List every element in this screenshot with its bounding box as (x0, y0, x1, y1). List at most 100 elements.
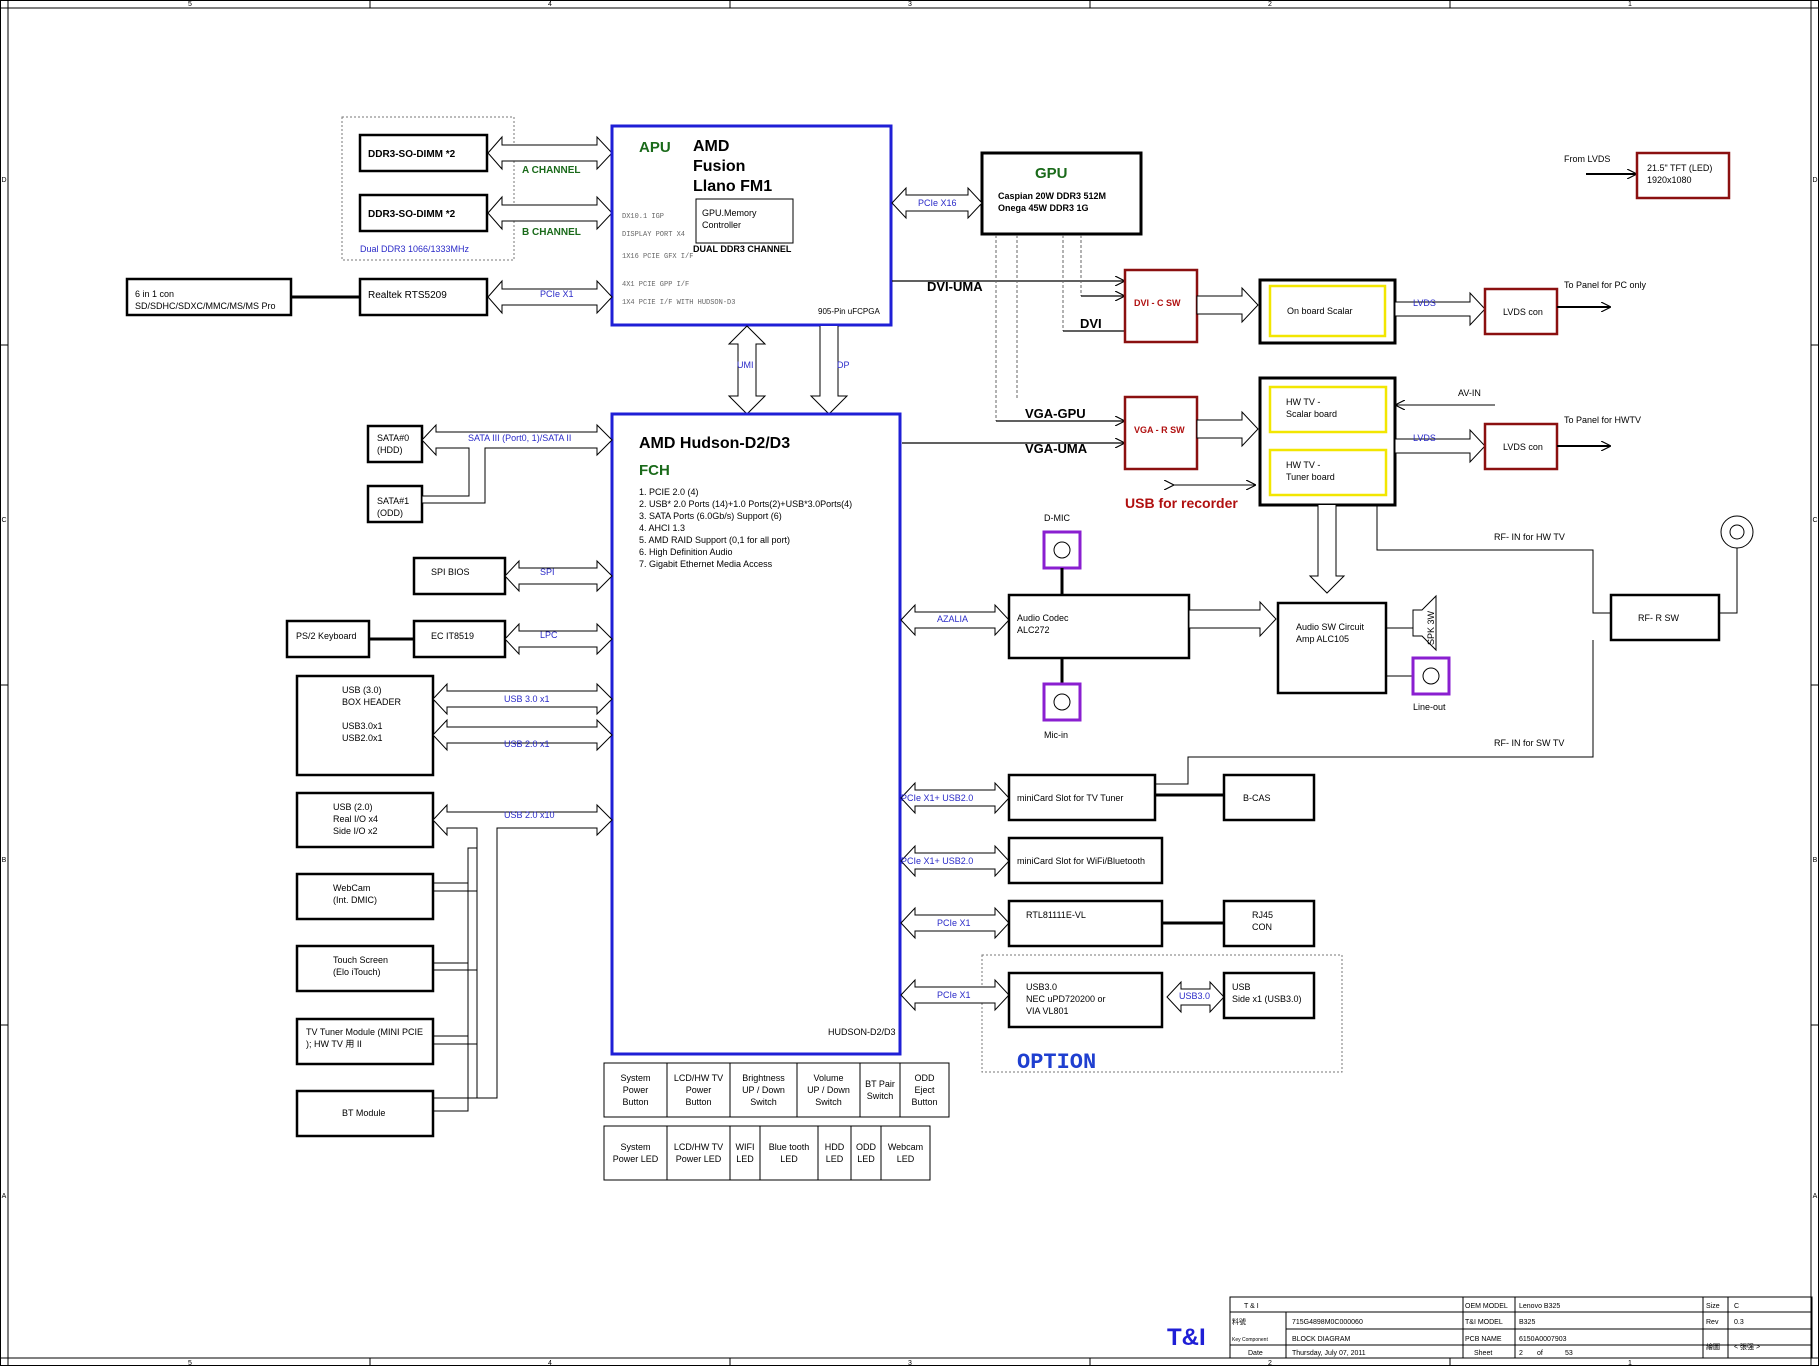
spi-bios-label: SPI BIOS (431, 567, 470, 577)
usb30-bus-label: USB 3.0 x1 (504, 694, 550, 704)
apu-feature-5: 1X4 PCIE I/F WITH HUDSON-D3 (622, 299, 735, 307)
rf-switch-box (1609, 593, 1721, 642)
fch-feature-7: 7. Gigabit Ethernet Media Access (639, 559, 773, 569)
lpc-label: LPC (540, 630, 558, 640)
led-row-text: System (620, 1142, 650, 1152)
speaker-icon (1412, 594, 1437, 652)
pcie-x1-label-a: PCIe X1 (937, 918, 971, 928)
col-label: 1 (1628, 1360, 1632, 1366)
button-row-text: UP / Down (807, 1085, 850, 1095)
av-in-label: AV-IN (1458, 388, 1481, 398)
led-row-cell (817, 1125, 852, 1181)
ddr-dashed-group (341, 116, 515, 261)
pcie-x1-label-b: PCIe X1 (937, 990, 971, 1000)
dual-ddr3-label: Dual DDR3 1066/1333MHz (360, 244, 470, 254)
ps2-keyboard-label: PS/2 Keyboard (296, 631, 357, 641)
codec-to-amp-arrow (1188, 600, 1277, 638)
gpu-block (980, 151, 1143, 236)
tb-oem-value: Lenovo B325 (1519, 1303, 1560, 1310)
tuner-to-amp-arrow (1308, 505, 1346, 594)
button-row-cell (899, 1062, 950, 1118)
rf-sw-label: RF- IN for SW TV (1494, 738, 1564, 748)
row-label: B (1813, 857, 1818, 864)
usb2-line-3: Side I/O x2 (333, 826, 378, 836)
fch-feature-5: 5. AMD RAID Support (0,1 for all port) (639, 535, 790, 545)
lvds-arrow-1 (1394, 291, 1486, 327)
sata1-line-2: (ODD) (377, 508, 403, 518)
usb2-line-1: USB (2.0) (333, 802, 373, 812)
usb30-chip-line-1: USB3.0 (1026, 982, 1057, 992)
row-label: A (1813, 1193, 1818, 1200)
sata0-box (366, 424, 424, 464)
gpu-memory-controller-box (695, 198, 794, 244)
apu-title-1: AMD (693, 138, 729, 155)
dvi-to-scalar-arrow (1196, 286, 1259, 324)
line-out-label: Line-out (1413, 702, 1446, 712)
button-row-text: Brightness (742, 1073, 785, 1083)
line-out-box (1411, 656, 1451, 696)
sata0-line-1: SATA#0 (377, 433, 409, 443)
logo: T&I (1167, 1324, 1206, 1351)
led-row-cell (880, 1125, 931, 1181)
hwtv-scalar-line-1: HW TV - (1286, 397, 1320, 407)
webcam-line-2: (Int. DMIC) (333, 895, 377, 905)
rj45-line-2: CON (1252, 922, 1272, 932)
touch-line-2: (Elo iTouch) (333, 967, 381, 977)
button-row-text: LCD/HW TV (674, 1073, 723, 1083)
col-label: 5 (188, 1, 192, 8)
lvds-con-2-label: LVDS con (1503, 442, 1543, 452)
tb-sheet-value: 2 (1519, 1350, 1523, 1357)
rtl-box (1007, 899, 1164, 948)
apu-feature-4: 4X1 PCIE GPP I/F (622, 281, 689, 289)
rf-hw-line (1376, 505, 1611, 614)
tb-rev-value: 0.3 (1734, 1319, 1744, 1326)
tb-eng-label: 繪圖 (1706, 1342, 1720, 1351)
tb-oem-label: OEM MODEL (1465, 1303, 1508, 1310)
tb-ti-value: B325 (1519, 1319, 1535, 1326)
usb3-line-2: BOX HEADER (342, 697, 402, 707)
row-label: A (2, 1193, 7, 1200)
button-row-text: ODD (915, 1073, 936, 1083)
tft-line-1: 21.5" TFT (LED) (1647, 163, 1712, 173)
tb-code-value: 715G4898M0C000060 (1292, 1319, 1363, 1326)
apu-title-3: Llano FM1 (693, 178, 772, 195)
ddr-dimm-b-box (358, 193, 489, 233)
usb30-arrow (432, 682, 613, 716)
audio-codec-line-1: Audio Codec (1017, 613, 1069, 623)
antenna-link (1719, 548, 1738, 614)
hwtv-scalar-box (1268, 385, 1388, 434)
onboard-scalar-label: On board Scalar (1287, 306, 1353, 316)
led-row-text: Power LED (613, 1154, 659, 1164)
led-row-text: Blue tooth (769, 1142, 810, 1152)
fch-feature-6: 6. High Definition Audio (639, 547, 733, 557)
button-row-text: Power (623, 1085, 649, 1095)
button-row-text: UP / Down (742, 1085, 785, 1095)
mic-in-icon (1053, 693, 1071, 711)
rf-sw-line (1155, 640, 1594, 785)
button-row-text: BT Pair (865, 1079, 895, 1089)
hwtv-tuner-line-1: HW TV - (1286, 460, 1320, 470)
col-label: 5 (188, 1360, 192, 1366)
mic-in-box (1042, 682, 1082, 722)
spi-label: SPI (540, 567, 555, 577)
card-pcie-label: PCIe X1 (540, 289, 574, 299)
b-channel-label: B CHANNEL (522, 227, 581, 238)
button-row-text: Eject (914, 1085, 935, 1095)
apu-feature-1: DX10.1 IGP (622, 213, 664, 221)
fch-feature-4: 4. AHCI 1.3 (639, 523, 685, 533)
card-slot-line-2: SD/SDHC/SDXC/MMC/MS/MS Pro (135, 301, 276, 311)
sata1-line-1: SATA#1 (377, 496, 409, 506)
tvtuner-line-1: TV Tuner Module (MINI PCIE (306, 1027, 423, 1037)
pcie-usb-label-2: PCIe X1+ USB2.0 (901, 856, 973, 866)
col-label: 3 (908, 1360, 912, 1366)
led-row-cell (729, 1125, 761, 1181)
fch-title: AMD Hudson-D2/D3 (639, 435, 790, 452)
fch-block (610, 412, 902, 1056)
lvds-label-2: LVDS (1413, 433, 1436, 443)
apu-feature-3: 1X16 PCIE GFX I/F (622, 253, 693, 261)
dmic-label: D-MIC (1044, 513, 1070, 523)
b-channel-arrow (487, 195, 613, 231)
fch-footer-label: HUDSON-D2/D3 (828, 1027, 896, 1037)
led-row-text: LED (826, 1154, 844, 1164)
